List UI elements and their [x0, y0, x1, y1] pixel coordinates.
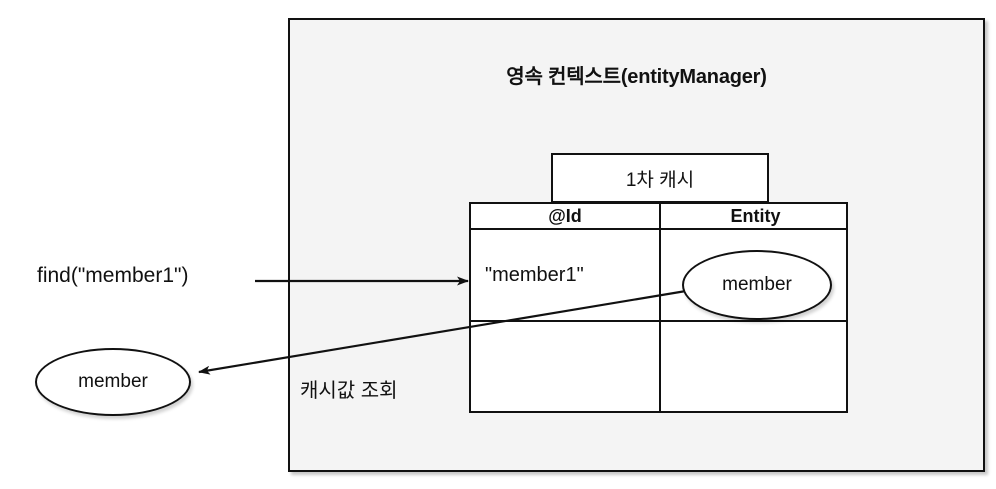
column-divider: [659, 204, 661, 228]
persistence-context-title: 영속 컨텍스트(entityManager): [506, 66, 767, 88]
cache-read-label: 캐시값 조회: [300, 380, 398, 402]
returned-entity-label: member: [78, 371, 148, 392]
cached-entity-label: member: [722, 274, 792, 295]
table-header-cell-id: @Id: [471, 204, 659, 228]
table-header-row: @Id Entity: [471, 204, 846, 230]
table-header-label-id: @Id: [548, 205, 582, 226]
returned-entity-ellipse: member: [35, 348, 191, 416]
table-cell-entity: [661, 322, 850, 411]
first-level-cache-tab-label: 1차 캐시: [625, 169, 695, 191]
table-header-cell-entity: Entity: [661, 204, 850, 228]
table-row: [471, 322, 846, 411]
first-level-cache-tab: 1차 캐시: [551, 153, 769, 203]
table-cell-id: [471, 322, 659, 411]
table-header-label-entity: Entity: [730, 205, 781, 226]
column-divider: [659, 230, 661, 320]
cached-entity-ellipse: member: [682, 250, 832, 320]
find-call-label: find("member1"): [37, 264, 189, 287]
table-cell-id: "member1": [471, 230, 659, 320]
table-cell-id-value: "member1": [485, 263, 584, 286]
